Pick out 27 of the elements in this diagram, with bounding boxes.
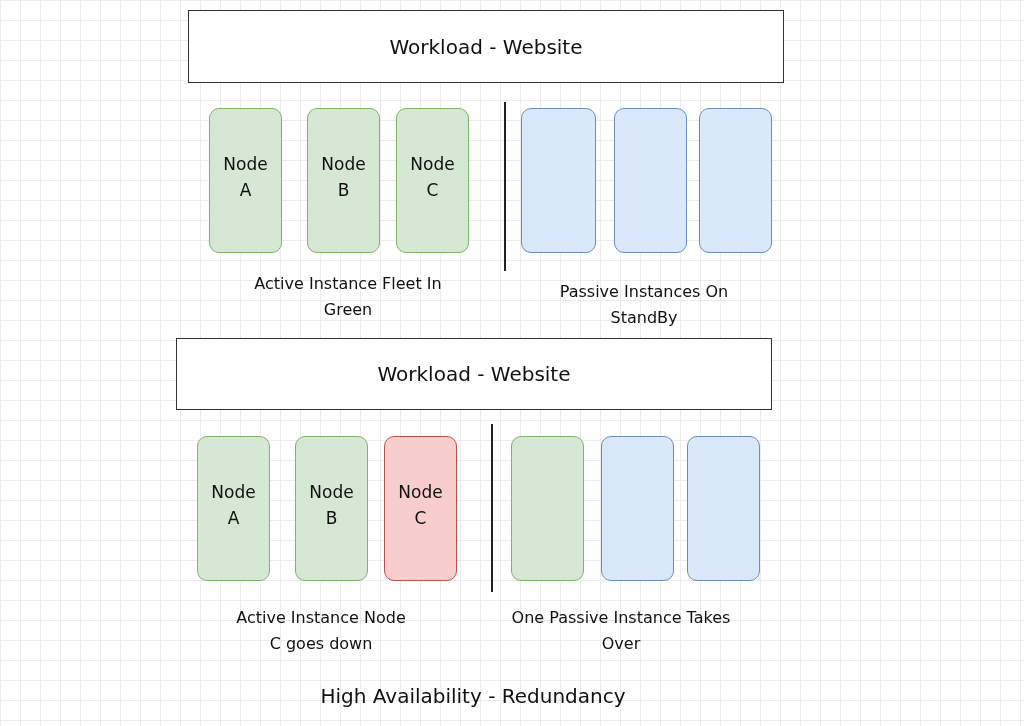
instance-box <box>699 108 772 253</box>
instance-box <box>384 436 457 581</box>
group-caption: One Passive Instance Takes Over <box>511 607 731 655</box>
workload-box <box>188 10 784 83</box>
group-caption: Active Instance Node C goes down <box>236 607 406 655</box>
instance-box <box>307 108 380 253</box>
instance-box <box>614 108 687 253</box>
instance-box <box>601 436 674 581</box>
node-label: Node B <box>308 481 355 530</box>
instance-box <box>197 436 270 581</box>
diagram-caption: High Availability - Redundancy <box>320 684 626 708</box>
node-label: Node A <box>222 153 269 202</box>
workload-title: Workload - Website <box>377 362 571 386</box>
node-label: Node C <box>409 153 456 202</box>
group-caption: Passive Instances On StandBy <box>558 281 730 329</box>
node-label: Node B <box>320 153 367 202</box>
workload-title: Workload - Website <box>389 34 583 59</box>
instance-box <box>396 108 469 253</box>
group-caption: Active Instance Fleet In Green <box>253 273 443 321</box>
instance-box <box>295 436 368 581</box>
instance-box <box>521 108 596 253</box>
node-label: Node C <box>397 481 444 530</box>
workload-box <box>176 338 772 410</box>
instance-box <box>209 108 282 253</box>
instance-box <box>511 436 584 581</box>
node-label: Node A <box>210 481 257 530</box>
instance-box <box>687 436 760 581</box>
